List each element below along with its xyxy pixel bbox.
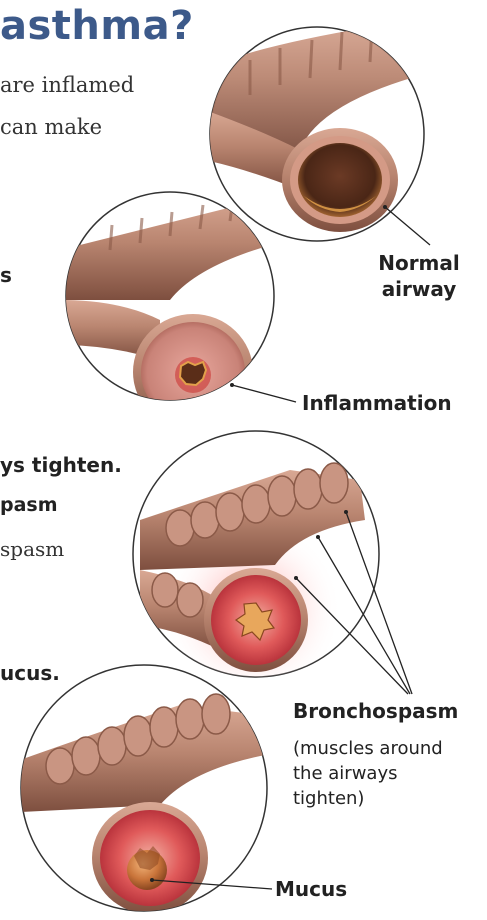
label-normal-line-1: Normal <box>360 250 478 276</box>
bronchospasm-desc-line-3: tighten) <box>293 786 443 811</box>
label-normal-line-2: airway <box>360 276 478 302</box>
mucus-circle <box>20 665 267 914</box>
bronchospasm-desc-line-1: (muscles around <box>293 736 443 761</box>
bronchospasm-desc-line-2: the airways <box>293 761 443 786</box>
label-bronchospasm: Bronchospasm <box>293 698 458 724</box>
bronchospasm-circle <box>133 431 379 700</box>
label-inflammation: Inflammation <box>302 390 452 416</box>
normal-airway-circle <box>200 18 440 241</box>
inflammation-circle <box>60 192 290 430</box>
label-mucus: Mucus <box>275 876 347 902</box>
label-normal-airway: Normal airway <box>360 250 478 302</box>
label-bronchospasm-desc: (muscles around the airways tighten) <box>293 736 443 811</box>
